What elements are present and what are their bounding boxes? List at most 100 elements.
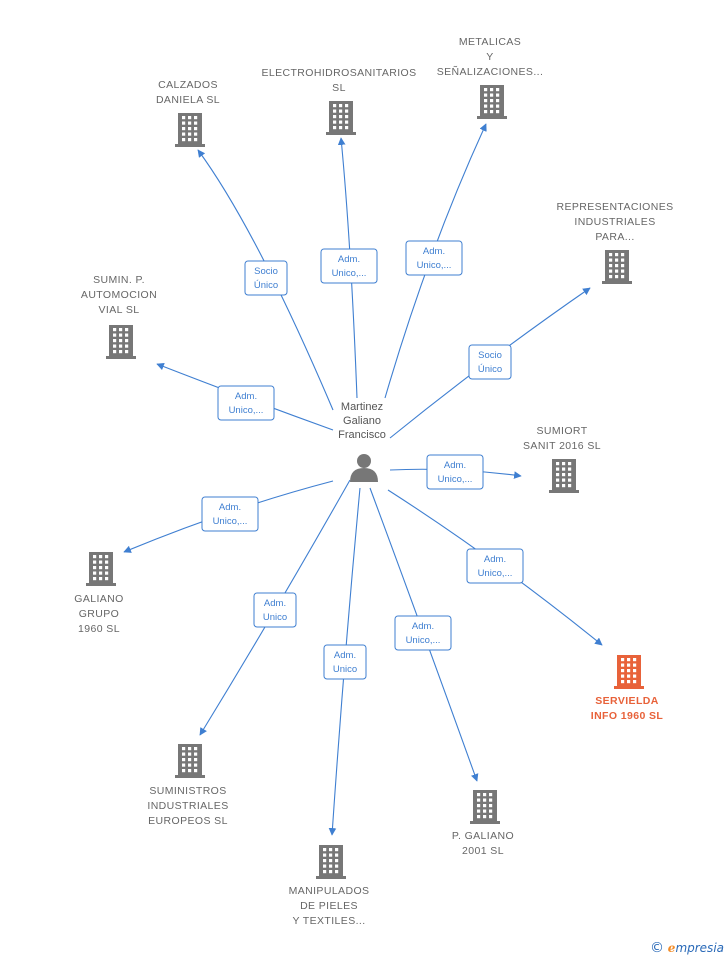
building-window: [477, 809, 481, 813]
building-window: [329, 853, 333, 857]
building-window: [490, 110, 494, 114]
building-window: [335, 853, 339, 857]
building-window: [633, 669, 637, 673]
building-window: [125, 333, 129, 337]
brand-initial: e: [667, 941, 676, 955]
building-window: [483, 798, 487, 802]
role-text-line: Adm.: [412, 621, 434, 632]
company-name-line: SUMIORT: [536, 425, 587, 437]
building-window: [182, 132, 186, 136]
role-text-line: Adm.: [484, 554, 506, 565]
building-window: [556, 478, 560, 482]
role-box-border: [244, 260, 288, 296]
person-name-line: Galiano: [343, 415, 381, 427]
role-badge-sumiort[interactable]: Adm.Unico,...: [426, 454, 484, 490]
company-name-line: P. GALIANO: [452, 830, 514, 842]
building-window: [339, 109, 343, 113]
building-base: [614, 686, 644, 689]
building-window: [119, 344, 123, 348]
role-box-border: [405, 240, 463, 276]
building-window: [490, 104, 494, 108]
building-window: [615, 258, 619, 262]
building-window: [627, 674, 631, 678]
building-window: [339, 126, 343, 130]
building-window: [568, 467, 572, 471]
company-node-representaciones[interactable]: REPRESENTACIONESINDUSTRIALESPARA...: [556, 201, 673, 284]
building-window: [194, 747, 198, 751]
building-window: [323, 870, 327, 874]
role-text-line: Adm.: [423, 246, 445, 257]
person-name-line: Martinez: [341, 401, 383, 413]
role-text-line: Socio: [254, 266, 278, 277]
building-window: [333, 126, 337, 130]
role-box-border: [426, 454, 484, 490]
company-name-line: METALICAS: [459, 36, 521, 48]
building-window: [490, 88, 494, 92]
role-badge-galiano-grupo[interactable]: Adm.Unico,...: [201, 496, 259, 532]
company-name-line: DANIELA SL: [156, 94, 220, 106]
role-badge-metalicas[interactable]: Adm.Unico,...: [405, 240, 463, 276]
building-base: [470, 821, 500, 824]
company-name-line: INFO 1960 SL: [591, 710, 664, 722]
building-icon: [316, 845, 346, 879]
building-window: [621, 275, 625, 279]
company-name-line: VIAL SL: [99, 304, 140, 316]
building-window: [323, 864, 327, 868]
building-window: [182, 116, 186, 120]
company-name-line: ELECTROHIDROSANITARIOS: [261, 67, 416, 79]
role-badge-electrohidro[interactable]: Adm.Unico,...: [320, 248, 378, 284]
role-text-line: Único: [254, 280, 278, 291]
building-window: [194, 116, 198, 120]
building-window: [621, 674, 625, 678]
building-window: [333, 104, 337, 108]
building-window: [182, 752, 186, 756]
company-name-line: SEÑALIZACIONES...: [437, 65, 544, 78]
building-window: [345, 104, 349, 108]
building-window: [483, 793, 487, 797]
role-badge-p-galiano[interactable]: Adm.Unico,...: [394, 615, 452, 651]
building-window: [188, 138, 192, 142]
building-window: [99, 577, 103, 581]
building-window: [615, 269, 619, 273]
role-text-line: Adm.: [264, 598, 286, 609]
role-text-line: Unico,...: [438, 474, 473, 485]
building-window: [194, 127, 198, 131]
building-window: [323, 859, 327, 863]
building-window: [113, 339, 117, 343]
building-window: [113, 333, 117, 337]
building-window: [105, 571, 109, 575]
building-window: [568, 462, 572, 466]
building-window: [182, 127, 186, 131]
company-node-metalicas[interactable]: METALICASYSEÑALIZACIONES...: [437, 36, 544, 119]
building-window: [345, 120, 349, 124]
building-window: [621, 658, 625, 662]
company-name-line: SUMIN. P.: [93, 274, 145, 286]
role-badge-suministros[interactable]: Adm.Unico: [253, 592, 297, 628]
role-badge-manipulados[interactable]: Adm.Unico: [323, 644, 367, 680]
building-base: [326, 132, 356, 135]
role-box-border: [394, 615, 452, 651]
building-window: [633, 674, 637, 678]
building-window: [182, 769, 186, 773]
building-window: [609, 253, 613, 257]
building-window: [562, 467, 566, 471]
role-badge-sumin-p[interactable]: Adm.Unico,...: [217, 385, 275, 421]
role-badge-servielda[interactable]: Adm.Unico,...: [466, 548, 524, 584]
building-window: [335, 848, 339, 852]
building-window: [627, 669, 631, 673]
building-window: [119, 333, 123, 337]
building-window: [345, 126, 349, 130]
role-text-line: Unico: [333, 664, 357, 675]
